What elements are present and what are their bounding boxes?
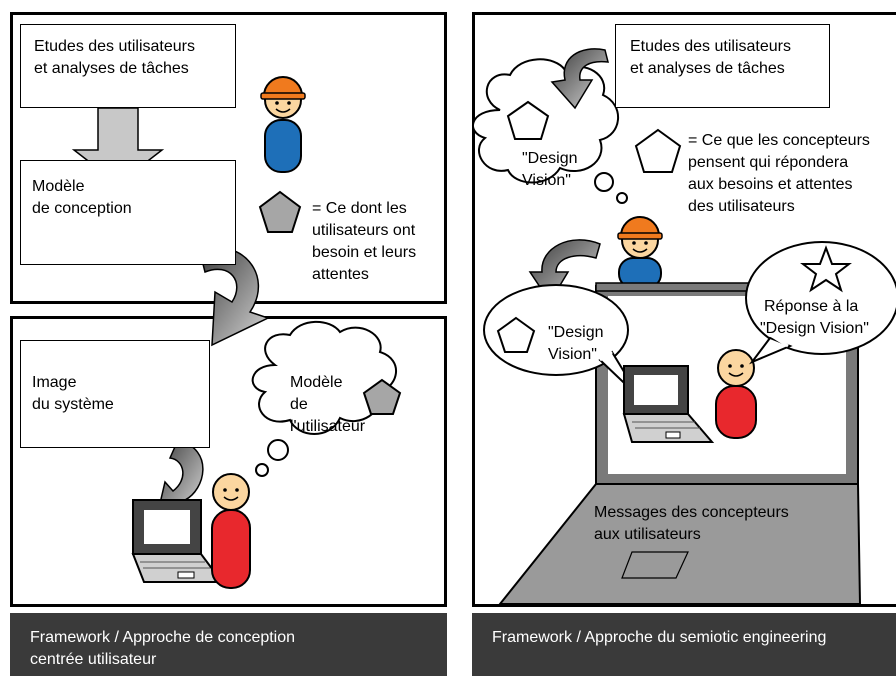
design-model-line1: Modèle bbox=[32, 178, 85, 195]
design-vision-top-line2: Vision" bbox=[522, 172, 571, 189]
user-studies-right-line1: Etudes des utilisateurs bbox=[630, 38, 791, 55]
legend-line4: attentes bbox=[312, 266, 369, 283]
right-caption: Framework / Approche du semiotic enginee… bbox=[472, 613, 896, 676]
messages-line2: aux utilisateurs bbox=[594, 526, 701, 543]
user-studies-line2: et analyses de tâches bbox=[34, 60, 189, 77]
design-vision-top-line1: "Design bbox=[522, 150, 578, 167]
laptop-icon bbox=[131, 499, 224, 583]
user-model-line2: de bbox=[290, 396, 308, 413]
legend-line2: utilisateurs ont bbox=[312, 222, 416, 239]
speech-bubble bbox=[745, 241, 896, 365]
pentagon-icon bbox=[362, 378, 402, 415]
star-icon bbox=[800, 245, 852, 293]
design-model-line2: de conception bbox=[32, 200, 132, 217]
system-image-line2: du système bbox=[32, 396, 114, 413]
system-image-box bbox=[20, 340, 210, 448]
legend-line1: = Ce dont les bbox=[312, 200, 407, 217]
design-vision-bottom-line2: Vision" bbox=[548, 346, 597, 363]
user-studies-box-right bbox=[615, 24, 830, 108]
system-image-line1: Image bbox=[32, 374, 77, 391]
user-model-line1: Modèle bbox=[290, 374, 343, 391]
user-studies-right-line2: et analyses de tâches bbox=[630, 60, 785, 77]
legend-right-line4: des utilisateurs bbox=[688, 198, 795, 215]
curved-arrow-icon bbox=[199, 247, 270, 347]
user-studies-line1: Etudes des utilisateurs bbox=[34, 38, 195, 55]
user-icon bbox=[715, 349, 757, 439]
designer-icon bbox=[260, 76, 306, 173]
left-caption-line1: Framework / Approche de conception bbox=[30, 629, 296, 646]
legend-right-line3: aux besoins et attentes bbox=[688, 176, 853, 193]
legend-right-line1: = Ce que les concepteurs bbox=[688, 132, 870, 149]
user-studies-box bbox=[20, 24, 236, 108]
right-caption-line1: Framework / Approche du semiotic enginee… bbox=[492, 629, 827, 646]
design-vision-bottom-line1: "Design bbox=[548, 324, 604, 341]
left-caption: Framework / Approche de conception centr… bbox=[10, 613, 447, 676]
design-model-box bbox=[20, 160, 236, 265]
messages-line1: Messages des concepteurs bbox=[594, 504, 789, 521]
legend-line3: besoin et leurs bbox=[312, 244, 417, 261]
user-icon bbox=[211, 473, 251, 589]
response-line2: "Design Vision" bbox=[760, 320, 869, 337]
left-caption-line2: centrée utilisateur bbox=[30, 651, 157, 668]
legend-right-line2: pensent qui répondera bbox=[688, 154, 849, 171]
pentagon-icon bbox=[496, 316, 536, 353]
curved-arrow-icon bbox=[550, 48, 609, 110]
pentagon-icon bbox=[634, 128, 682, 173]
designer-icon bbox=[617, 216, 663, 289]
response-line1: Réponse à la bbox=[764, 298, 859, 315]
laptop-icon bbox=[622, 365, 715, 443]
user-model-line3: l'utilisateur bbox=[290, 418, 366, 435]
pentagon-icon bbox=[506, 100, 550, 140]
pentagon-icon bbox=[258, 190, 302, 233]
